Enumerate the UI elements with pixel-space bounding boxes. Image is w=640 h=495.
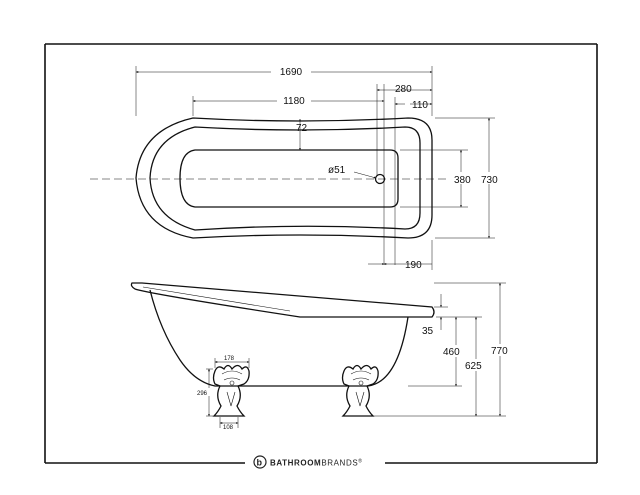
dim-waste-to-end: 110 [412, 100, 428, 111]
bath-basin [179, 149, 399, 208]
waste-outlet [374, 173, 386, 185]
dim-waste-diameter: ø51 [328, 165, 346, 176]
brand-trademark: ® [358, 458, 362, 465]
svg-text:BATHROOMBRANDS®: BATHROOMBRANDS® [270, 458, 363, 468]
left-claw-foot [212, 364, 250, 417]
dim-inner-length: 1180 [283, 96, 305, 107]
side-view: 178 296 108 35 460 625 770 [130, 282, 515, 431]
plan-view: 1690 1180 280 110 72 ø51 380 730 [90, 65, 501, 271]
svg-text:b: b [257, 458, 263, 468]
drawing-frame [44, 43, 598, 464]
bath-inner-rim [149, 126, 421, 231]
bath-outer-rim [135, 117, 433, 239]
bath-side-body [149, 289, 409, 387]
dim-low-end-height: 625 [465, 361, 482, 372]
dim-overall-width: 730 [481, 175, 498, 186]
right-claw-foot [341, 364, 379, 417]
dim-rim-height: 35 [422, 326, 434, 337]
dim-waste-offset: 280 [395, 84, 412, 95]
dim-overall-height: 770 [491, 346, 508, 357]
brand-logo: b BATHROOMBRANDS® [253, 455, 363, 469]
brand-name-regular: BRANDS [321, 459, 358, 468]
dim-foot-base-width: 108 [223, 425, 234, 431]
dim-rim-width: 72 [296, 123, 308, 134]
brand-mark-icon: b [253, 455, 267, 469]
dim-foot-height: 296 [197, 391, 208, 397]
brand-name-bold: BATHROOM [270, 459, 321, 468]
dim-depth: 460 [443, 347, 460, 358]
dim-foot-top-width: 178 [224, 356, 235, 362]
dim-inner-width: 380 [454, 175, 471, 186]
bath-side-rim [130, 282, 435, 318]
dim-end-offset: 190 [405, 260, 422, 271]
dim-overall-length: 1690 [280, 67, 303, 78]
